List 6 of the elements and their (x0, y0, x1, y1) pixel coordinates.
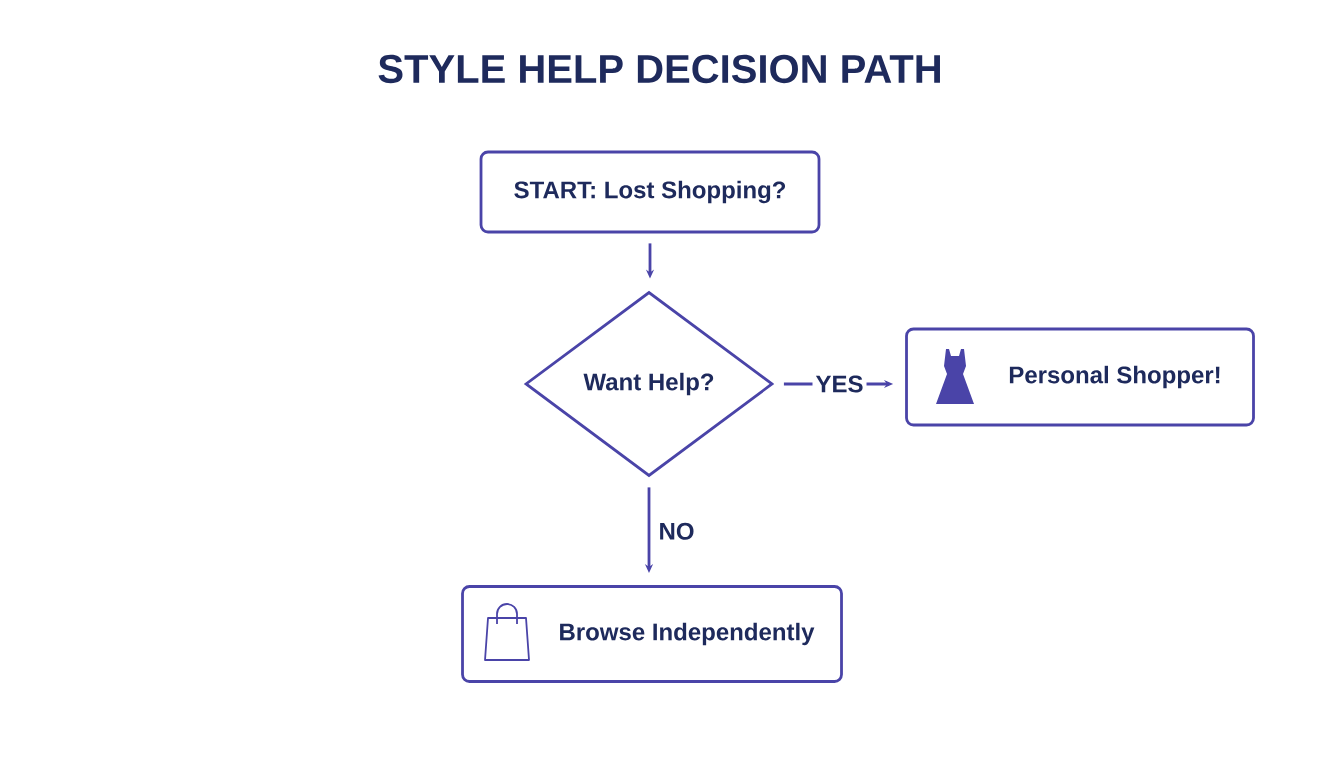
process-box: Personal Shopper! (905, 327, 1255, 427)
process-box: Browse Independently (461, 585, 843, 683)
edge-label: NO (660, 522, 694, 540)
title: STYLE HELP DECISION PATH (378, 54, 940, 84)
process-box: START: Lost Shopping? (479, 150, 821, 234)
edge-label: YES (812, 372, 867, 396)
